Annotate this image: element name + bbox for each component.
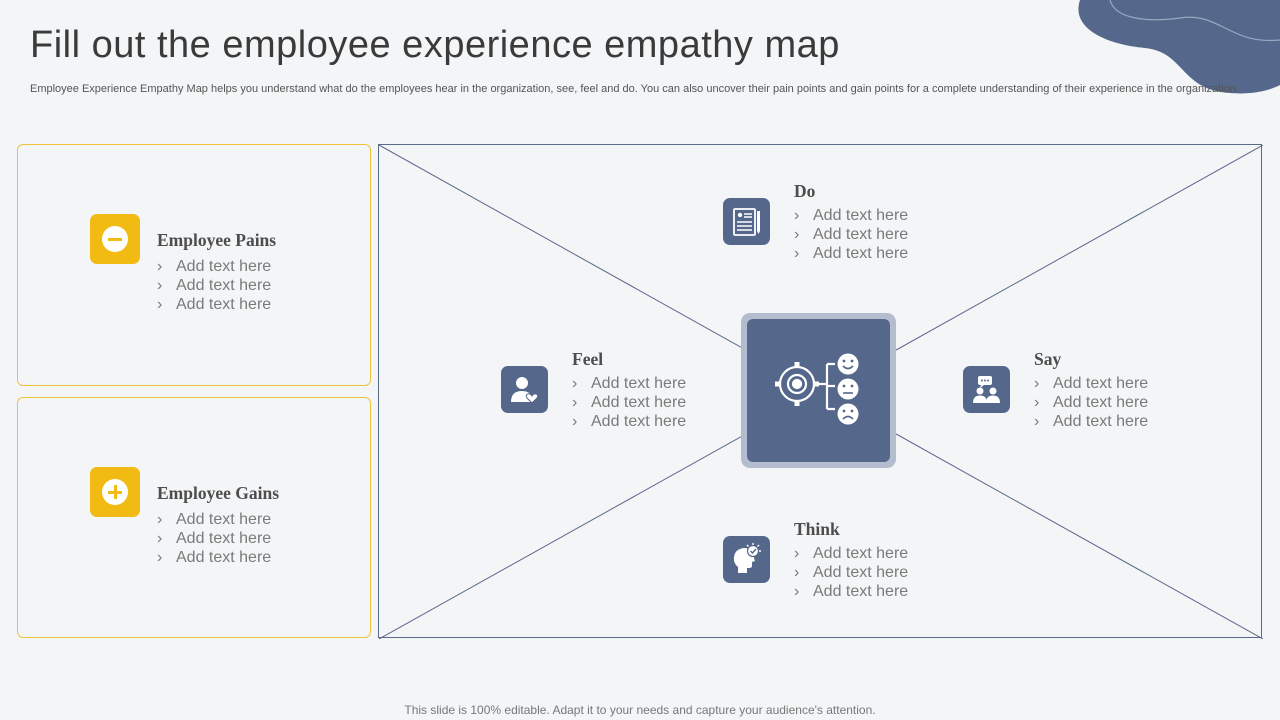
do-heading: Do	[794, 181, 816, 201]
list-item: ›Add text here	[1034, 375, 1149, 392]
employee-gains-list: ›Add text here ›Add text here ›Add text …	[157, 510, 271, 567]
employee-pains-heading: Employee Pains	[157, 230, 277, 250]
plus-circle-icon	[90, 467, 140, 517]
head-idea-icon	[723, 536, 770, 583]
list-item: ›Add text here	[572, 413, 687, 430]
list-item: ›Add text here	[157, 549, 272, 566]
list-item: ›Add text here	[157, 511, 272, 528]
list-item: ›Add text here	[572, 394, 687, 411]
gear-emotions-icon	[747, 319, 890, 462]
employee-pains-list: ›Add text here ›Add text here ›Add text …	[157, 257, 271, 314]
list-item: ›Add text here	[794, 245, 909, 262]
list-item: ›Add text here	[572, 375, 687, 392]
list-item: ›Add text here	[157, 530, 272, 547]
center-icon-frame	[741, 313, 896, 468]
employee-pains-box: Employee Pains ›Add text here ›Add text …	[17, 144, 371, 386]
say-heading: Say	[1034, 349, 1062, 369]
slide-title: Fill out the employee experience empathy…	[30, 24, 840, 66]
decorative-blob	[1078, 0, 1280, 94]
say-list: ›Add text here ›Add text here ›Add text …	[1034, 374, 1148, 431]
do-list: ›Add text here ›Add text here ›Add text …	[794, 206, 908, 263]
feel-heading: Feel	[572, 349, 604, 369]
list-item: ›Add text here	[157, 277, 272, 294]
list-item: ›Add text here	[794, 583, 909, 600]
list-item: ›Add text here	[157, 296, 272, 313]
list-item: ›Add text here	[794, 564, 909, 581]
chat-people-icon	[963, 366, 1010, 413]
user-heart-icon	[501, 366, 548, 413]
employee-gains-box: Employee Gains ›Add text here ›Add text …	[17, 397, 371, 638]
slide-subtitle: Employee Experience Empathy Map helps yo…	[30, 83, 1239, 95]
document-pen-icon	[723, 198, 770, 245]
employee-gains-heading: Employee Gains	[157, 483, 280, 503]
list-item: ›Add text here	[1034, 394, 1149, 411]
minus-circle-icon	[90, 214, 140, 264]
think-list: ›Add text here ›Add text here ›Add text …	[794, 544, 908, 601]
list-item: ›Add text here	[794, 545, 909, 562]
think-heading: Think	[794, 519, 840, 539]
slide-footer: This slide is 100% editable. Adapt it to…	[404, 703, 876, 717]
list-item: ›Add text here	[1034, 413, 1149, 430]
list-item: ›Add text here	[794, 226, 909, 243]
list-item: ›Add text here	[157, 258, 272, 275]
list-item: ›Add text here	[794, 207, 909, 224]
feel-list: ›Add text here ›Add text here ›Add text …	[572, 374, 686, 431]
